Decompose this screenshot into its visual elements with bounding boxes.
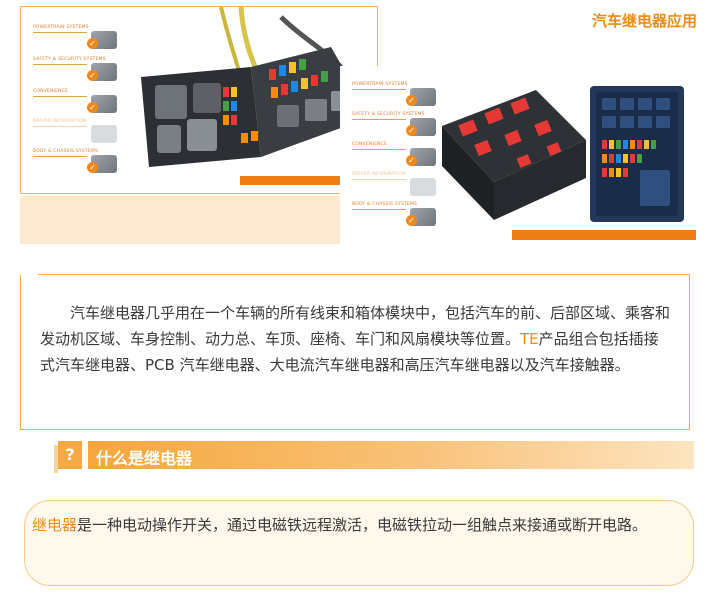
check-icon: ✓ [87, 102, 98, 113]
heading-title: 什么是继电器 [96, 449, 193, 468]
check-icon: ✓ [87, 38, 98, 49]
menu-label: POWERTRAIN SYSTEMS [352, 82, 408, 87]
menu-row: BODY & CHASSIS SYSTEMS ✓ [352, 202, 438, 232]
fuse-box-illustration [141, 7, 371, 167]
menu-row: DRIVER INFORMATION [352, 172, 438, 202]
menu-label: SAFETY & SECURITY SYSTEMS [352, 112, 425, 117]
left-image-bottom-panel [20, 196, 340, 244]
menu-row: CONVENIENCE ✓ [33, 89, 119, 119]
brand-highlight: TE [520, 330, 539, 348]
menu-label: SAFETY & SECURITY SYSTEMS [33, 57, 106, 62]
box-corner [20, 274, 38, 275]
intro-text-2: 产品组合包括插接式汽车继电器、PCB 汽车继电器、大电流汽车继电器和高压汽车继电… [40, 330, 659, 374]
menu-label: CONVENIENCE [352, 142, 388, 147]
question-icon-shadow [54, 445, 58, 473]
menu-row: POWERTRAIN SYSTEMS ✓ [33, 25, 119, 55]
fuse-box-image-right: POWERTRAIN SYSTEMS ✓ SAFETY & SECURITY SY… [340, 66, 696, 244]
accent-bar [240, 176, 378, 185]
check-icon: ✓ [406, 95, 417, 106]
intro-box [20, 274, 690, 430]
menu-label: POWERTRAIN SYSTEMS [33, 25, 89, 30]
check-icon: ✓ [87, 70, 98, 81]
definition-term: 继电器 [32, 516, 78, 534]
accent-bar [512, 230, 696, 240]
junction-box-illustration [442, 86, 684, 222]
menu-row: DRIVER INFORMATION [33, 119, 119, 149]
menu-label: BODY & CHASSIS SYSTEMS [33, 149, 99, 154]
menu-label: DRIVER INFORMATION [352, 172, 406, 177]
car-thumb-icon [91, 125, 117, 143]
menu-label: BODY & CHASSIS SYSTEMS [352, 202, 418, 207]
definition-paragraph: 继电器是一种电动操作开关，通过电磁铁远程激活，电磁铁拉动一组触点来接通或断开电路… [32, 512, 684, 538]
menu-row: CONVENIENCE ✓ [352, 142, 438, 172]
menu-row: SAFETY & SECURITY SYSTEMS ✓ [352, 112, 438, 142]
intro-text-1: 汽车继电器几乎用在一个车辆的所有线束和箱体模块中，包括汽车的前、后部区域、乘客和… [40, 304, 671, 348]
section-title: 汽车继电器应用 [591, 12, 697, 30]
check-icon: ✓ [406, 155, 417, 166]
menu-row: SAFETY & SECURITY SYSTEMS ✓ [33, 57, 119, 87]
menu-label: DRIVER INFORMATION [33, 119, 87, 124]
check-icon: ✓ [406, 125, 417, 136]
fuse-box-image-left: POWERTRAIN SYSTEMS ✓ SAFETY & SECURITY SY… [20, 6, 378, 194]
car-thumb-icon [410, 178, 436, 196]
question-mark-icon: ? [58, 441, 82, 469]
definition-text: 是一种电动操作开关，通过电磁铁远程激活，电磁铁拉动一组触点来接通或断开电路。 [77, 516, 648, 534]
check-icon: ✓ [406, 215, 417, 226]
check-icon: ✓ [87, 162, 98, 173]
menu-row: BODY & CHASSIS SYSTEMS ✓ [33, 149, 119, 179]
definition-box [24, 500, 694, 586]
menu-row: POWERTRAIN SYSTEMS ✓ [352, 82, 438, 112]
intro-paragraph: 汽车继电器几乎用在一个车辆的所有线束和箱体模块中，包括汽车的前、后部区域、乘客和… [40, 300, 672, 378]
menu-label: CONVENIENCE [33, 89, 69, 94]
heading-bar [88, 441, 694, 469]
